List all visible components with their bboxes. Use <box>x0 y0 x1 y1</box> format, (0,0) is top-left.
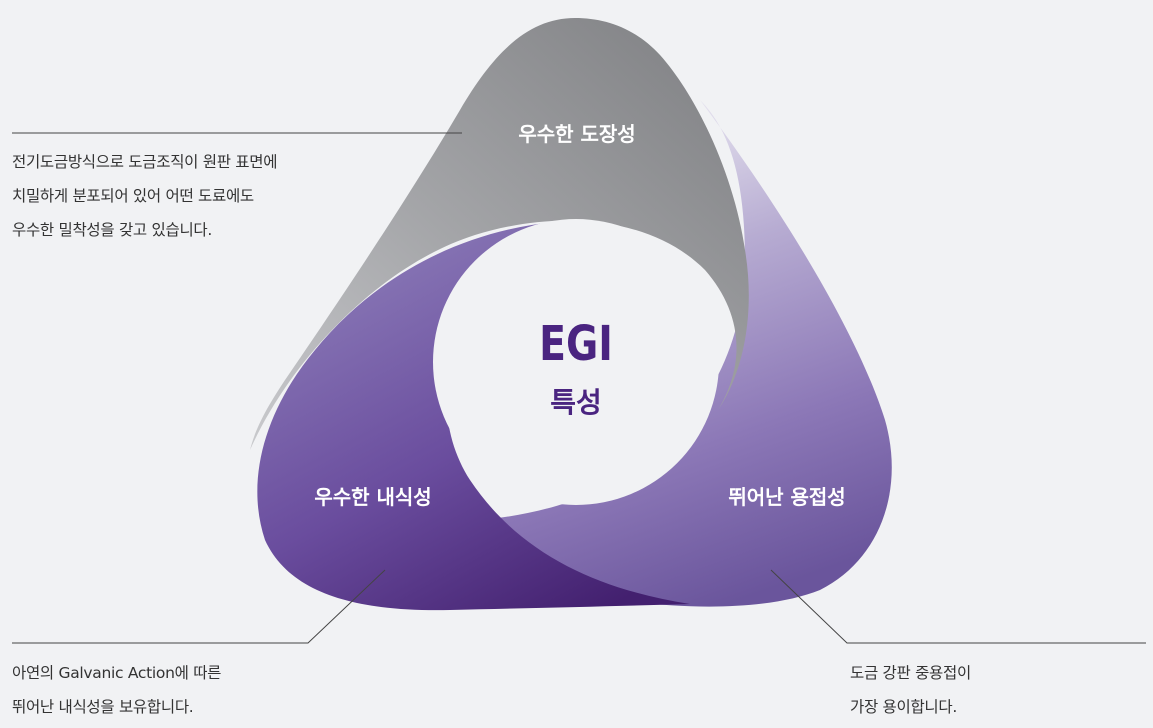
corrosion-lobe <box>257 222 690 611</box>
corrosion-description: 아연의 Galvanic Action에 따른 뛰어난 내식성을 보유합니다. <box>12 656 221 724</box>
description-line: 전기도금방식으로 도금조직이 원판 표면에 <box>12 153 278 171</box>
description-line: 아연의 Galvanic Action에 따른 <box>12 664 222 682</box>
description-line: 뛰어난 내식성을 보유합니다. <box>12 698 194 716</box>
corrosion-leader-line <box>12 569 386 644</box>
description-line: 도금 강판 중용접이 <box>850 664 971 682</box>
welding-description: 도금 강판 중용접이 가장 용이합니다. <box>850 656 971 724</box>
description-line: 치밀하게 분포되어 있어 어떤 도료에도 <box>12 187 254 205</box>
center-circle <box>433 219 719 505</box>
coating-description: 전기도금방식으로 도금조직이 원판 표면에 치밀하게 분포되어 있어 어떤 도료… <box>12 145 277 247</box>
welding-label: 뛰어난 용접성 <box>728 485 845 509</box>
center-subtitle: 특성 <box>550 386 602 419</box>
description-line: 우수한 밀착성을 갖고 있습니다. <box>12 221 212 239</box>
coating-label: 우수한 도장성 <box>518 122 635 146</box>
corrosion-label: 우수한 내식성 <box>314 485 431 509</box>
description-line: 가장 용이합니다. <box>850 698 957 716</box>
coating-lobe <box>250 18 749 450</box>
welding-leader-line <box>770 569 1146 644</box>
welding-lobe <box>465 100 892 607</box>
center-title: EGI <box>539 316 613 372</box>
